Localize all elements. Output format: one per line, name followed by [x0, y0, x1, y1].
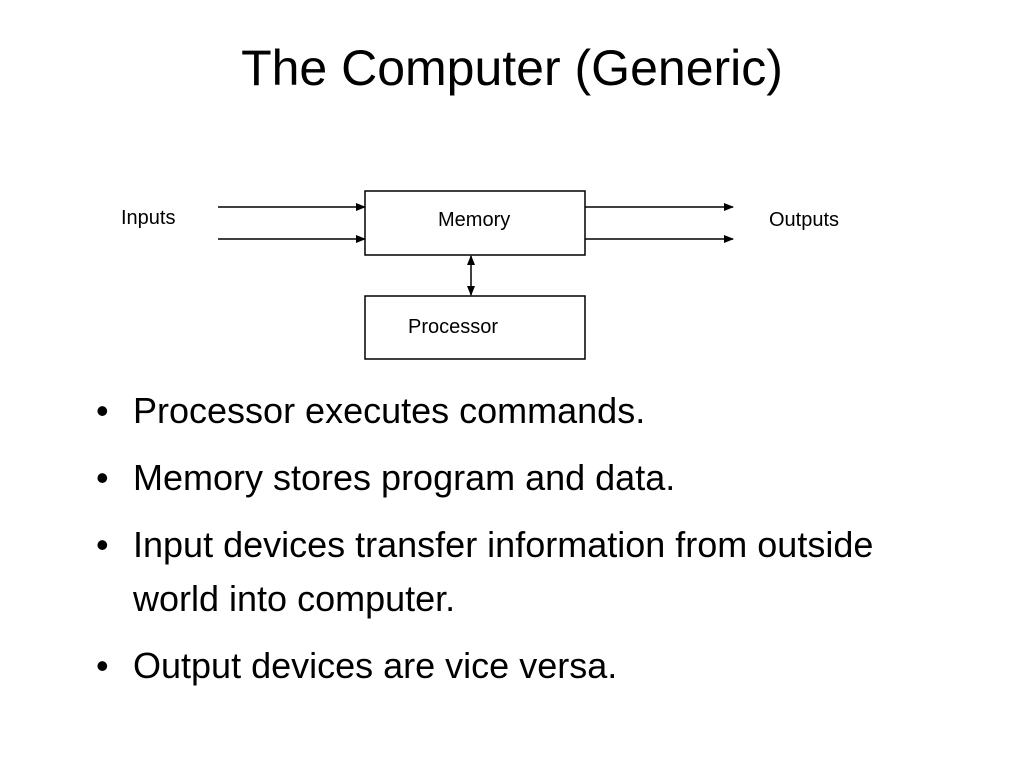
memory-label: Memory: [438, 209, 510, 231]
bullet-item: • Processor executes commands.: [96, 384, 916, 438]
bullet-item: • Memory stores program and data.: [96, 451, 916, 505]
slide-title: The Computer (Generic): [241, 40, 783, 96]
bullet-marker: •: [96, 390, 109, 431]
bullet-item: • Input devices transfer information fro…: [96, 518, 916, 626]
bullet-text: Output devices are vice versa.: [133, 645, 618, 686]
bullet-marker: •: [96, 645, 109, 686]
processor-box: [364, 295, 586, 360]
processor-label: Processor: [408, 316, 498, 338]
bullet-text: Memory stores program and data.: [133, 457, 676, 498]
outputs-label: Outputs: [769, 209, 839, 231]
bullet-marker: •: [96, 524, 109, 565]
memory-box: [364, 190, 586, 256]
bullet-list: • Processor executes commands. • Memory …: [96, 384, 916, 706]
bullet-marker: •: [96, 457, 109, 498]
bullet-text: Processor executes commands.: [133, 390, 646, 431]
computer-diagram: Inputs Outputs Memory Processor: [121, 190, 839, 360]
bullet-item: • Output devices are vice versa.: [96, 639, 916, 693]
bullet-text: Input devices transfer information from …: [133, 524, 874, 619]
inputs-label: Inputs: [121, 207, 175, 229]
